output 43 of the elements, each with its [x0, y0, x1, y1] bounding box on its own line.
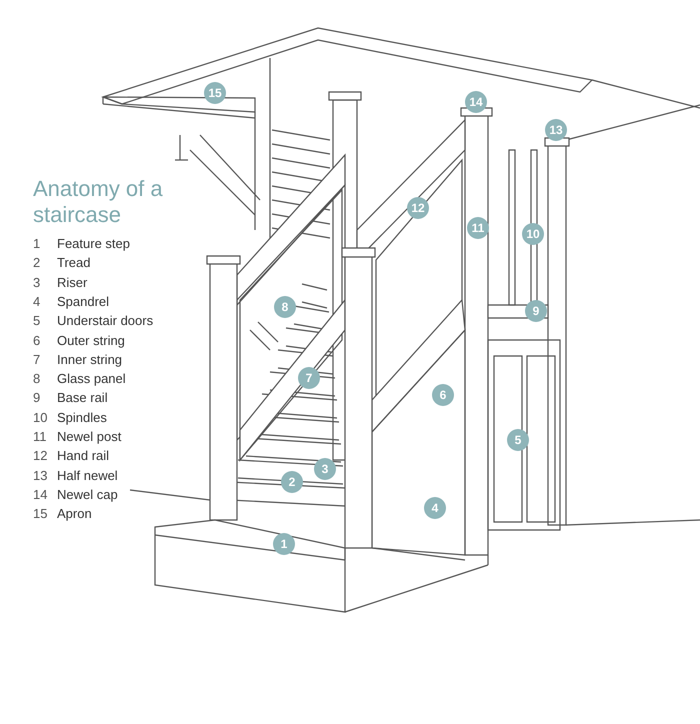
list-number: 13: [33, 468, 48, 483]
list-number: 3: [33, 274, 40, 290]
list-number: 1: [33, 236, 40, 251]
callout-number: 15: [204, 82, 226, 104]
part-name: Base rail: [57, 390, 108, 406]
callout-number: 9: [525, 300, 547, 322]
callout-number: 6: [432, 384, 454, 406]
callout-number: 4: [424, 497, 446, 519]
title: Anatomy of a staircase: [33, 176, 164, 228]
part-name: Inner string: [57, 352, 122, 367]
list-number: 5: [33, 313, 40, 328]
part-name: Tread: [57, 255, 90, 270]
part-name: Spindles: [57, 410, 107, 425]
part-name: Glass panel: [57, 371, 126, 386]
part-name: Riser: [57, 274, 88, 290]
part-name: Newel post: [57, 429, 122, 444]
list-number: 10: [33, 410, 48, 425]
list-number: 7: [33, 352, 40, 367]
list-number: 2: [33, 255, 40, 270]
callout-number: 14: [465, 91, 487, 113]
part-name: Newel cap: [57, 486, 118, 502]
callout-number: 12: [407, 197, 429, 219]
callout-number: 2: [281, 471, 303, 493]
list-number: 6: [33, 332, 40, 348]
list-number: 15: [33, 506, 48, 522]
callout-number: 10: [522, 223, 544, 245]
callout-number: 8: [274, 296, 296, 318]
list-number: 11: [33, 429, 46, 444]
list-number: 12: [33, 448, 48, 464]
callout-number: 13: [545, 119, 567, 141]
part-name: Hand rail: [57, 448, 110, 464]
part-name: Half newel: [57, 468, 118, 483]
callout-number: 3: [314, 458, 336, 480]
callout-number: 5: [507, 429, 529, 451]
part-name: Understair doors: [57, 313, 154, 328]
part-name: Outer string: [57, 332, 125, 348]
part-name: Apron: [57, 506, 92, 522]
part-name: Spandrel: [57, 294, 110, 309]
part-name: Feature step: [57, 236, 130, 251]
list-number: 8: [33, 371, 40, 386]
list-number: 4: [33, 294, 40, 309]
list-number: 9: [33, 390, 40, 406]
list-number: 14: [33, 486, 48, 502]
